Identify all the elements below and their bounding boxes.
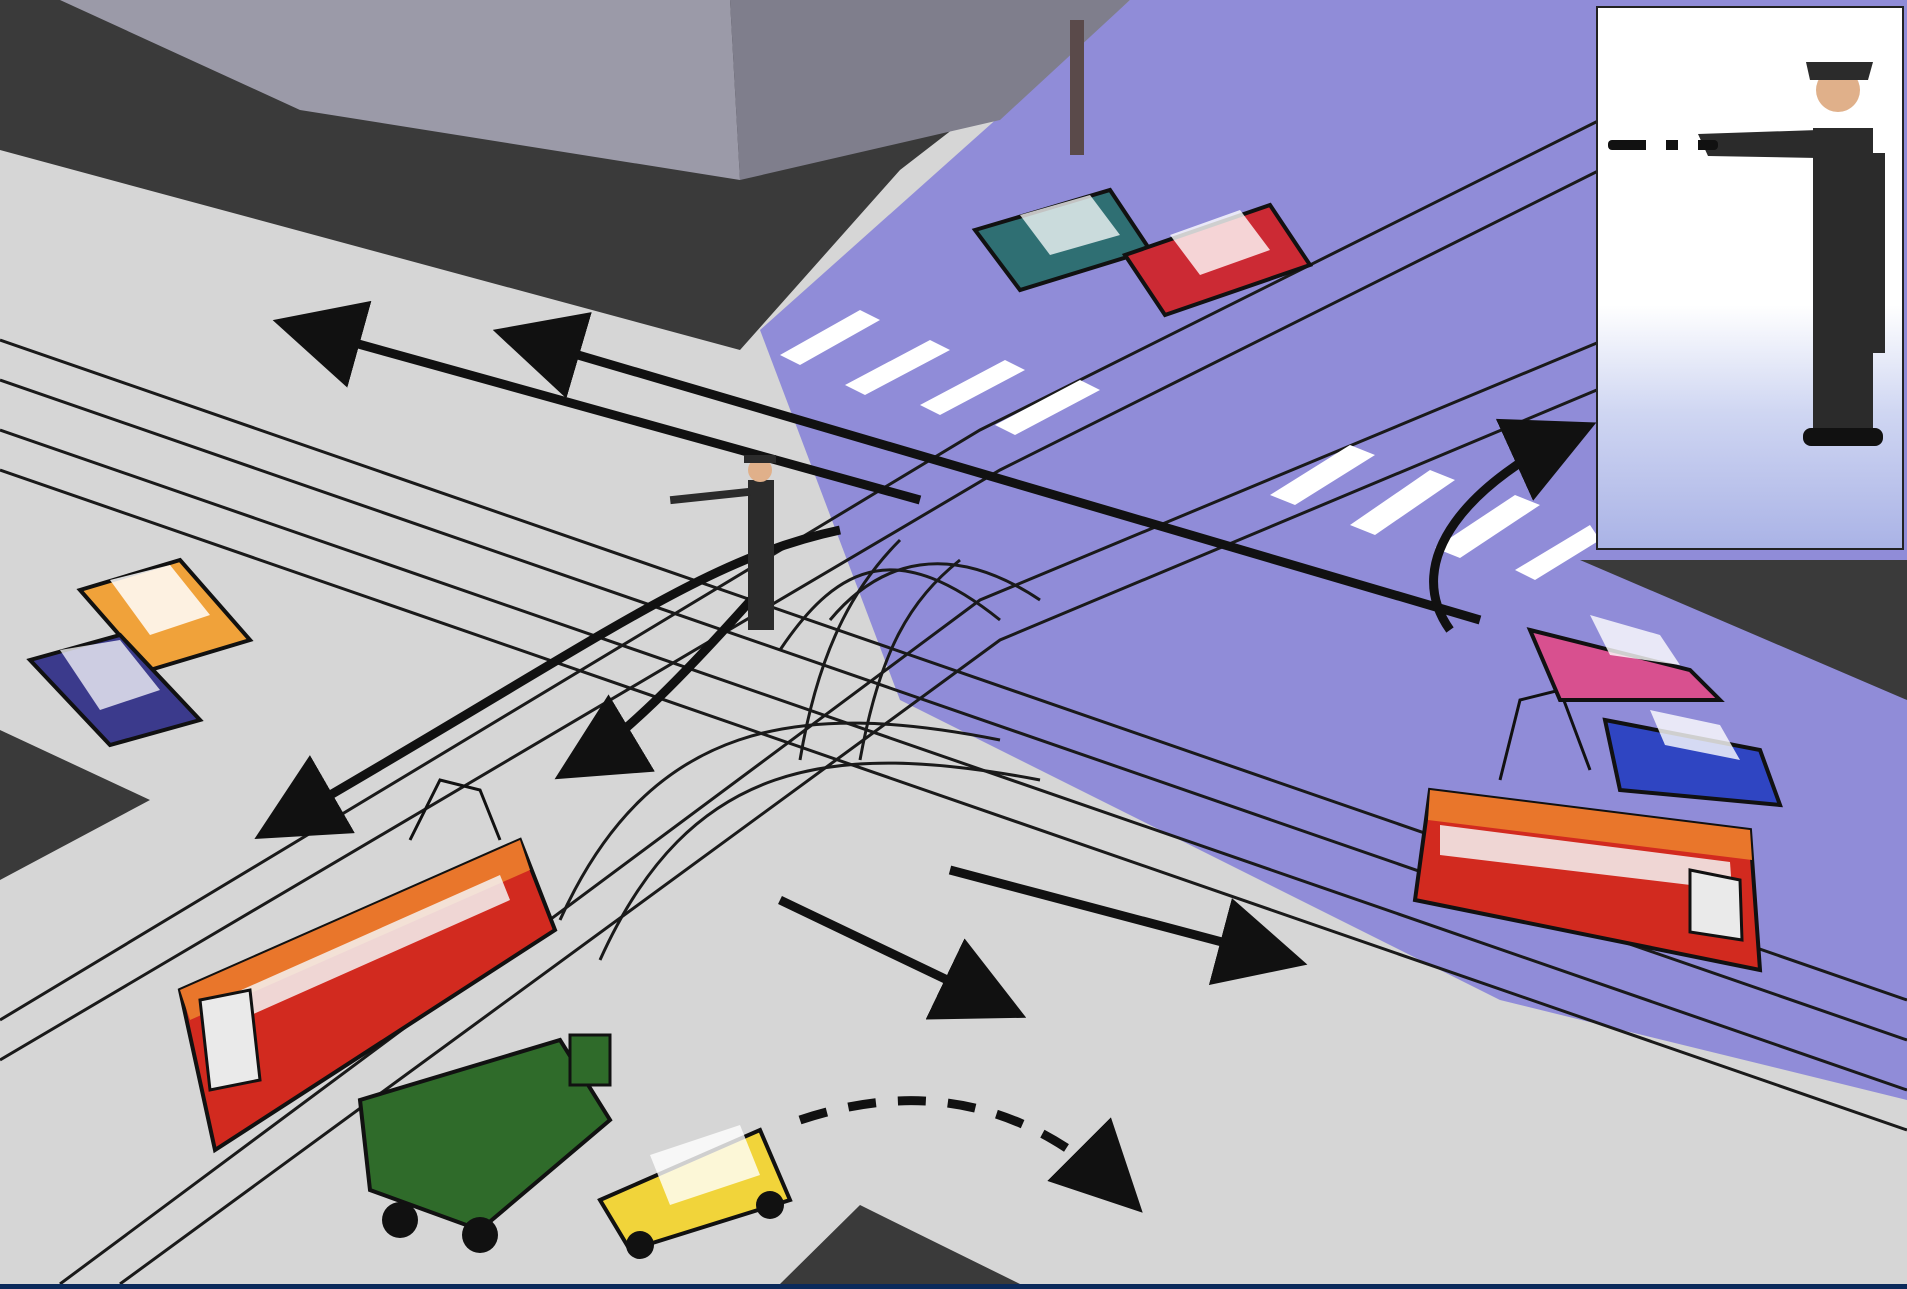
traffic-officer-inset [1608, 62, 1885, 446]
officer-inset-illustration [1598, 8, 1906, 552]
pole [1070, 20, 1084, 155]
officer-inset [1596, 6, 1904, 550]
